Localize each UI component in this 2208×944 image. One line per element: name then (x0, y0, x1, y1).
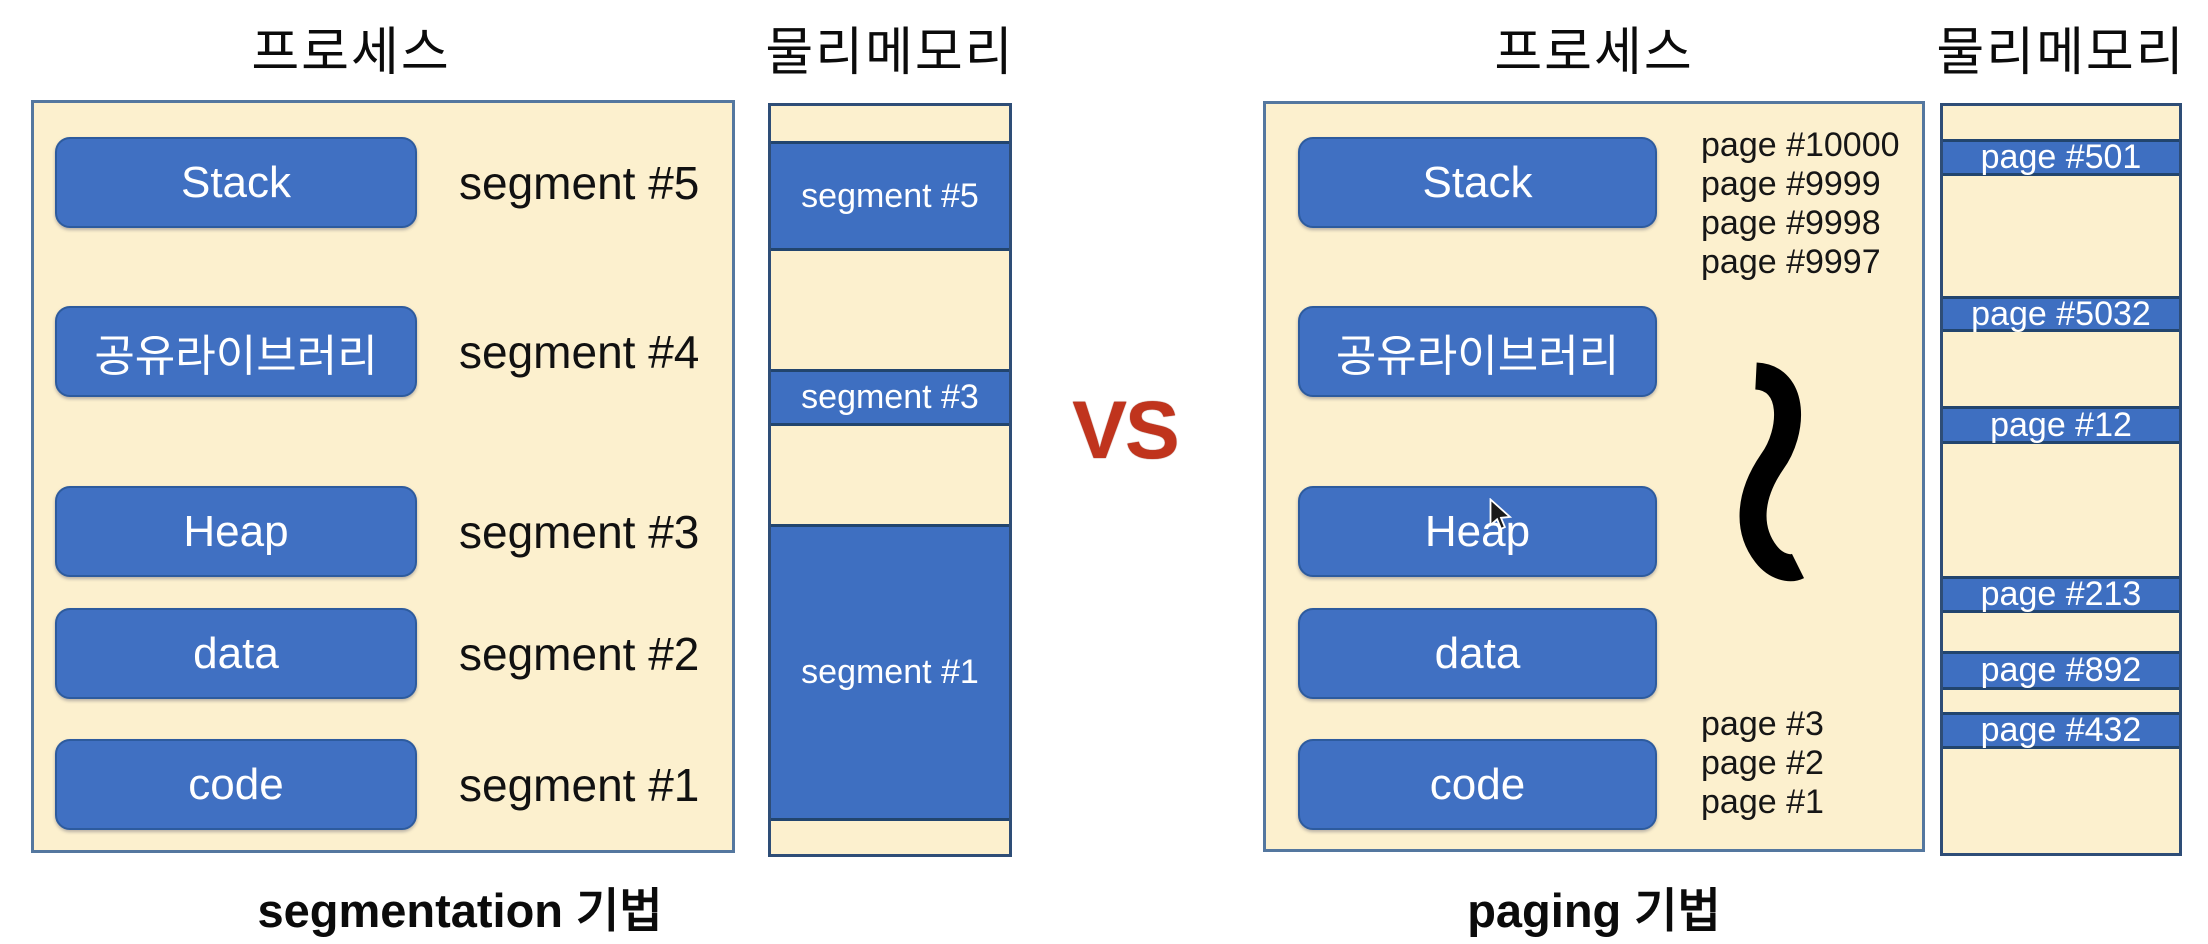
left-block-shared-library: 공유라이브러리 (55, 306, 417, 397)
left-process-box: Stack 공유라이브러리 Heap data code segment #5 … (31, 100, 735, 853)
left-memory-title: 물리메모리 (765, 24, 1015, 82)
vs-label: VS (1072, 385, 1179, 476)
code-page-item: page #3 (1701, 705, 1824, 743)
code-page-item: page #2 (1701, 744, 1824, 782)
segment-annotation-5: segment #5 (459, 156, 700, 209)
stack-page-list: page #10000 page #9999 page #9998 page #… (1701, 126, 1900, 282)
memory-free-row (771, 426, 1009, 524)
right-block-shared-library: 공유라이브러리 (1298, 306, 1657, 397)
stack-page-item: page #9999 (1701, 165, 1881, 203)
stack-page-item: page #9997 (1701, 243, 1881, 281)
squiggle-icon (1739, 362, 1805, 582)
right-caption: paging 기법 (1467, 884, 1721, 937)
memory-used-row-segment3: segment #3 (771, 369, 1009, 426)
memory-used-row-page12: page #12 (1943, 406, 2179, 444)
memory-row-label: page #213 (1980, 575, 2142, 613)
segment-annotation-4: segment #4 (459, 325, 700, 378)
memory-free-row (1943, 106, 2179, 139)
left-block-heap-label: Heap (183, 506, 289, 556)
memory-free-row (1943, 332, 2179, 406)
memory-row-label: segment #1 (801, 653, 979, 691)
memory-used-row-segment1: segment #1 (771, 524, 1009, 821)
left-block-shared-library-label: 공유라이브러리 (94, 331, 378, 381)
memory-free-row (1943, 444, 2179, 576)
right-block-stack: Stack (1298, 137, 1657, 228)
right-physical-memory-column: page #501 page #5032 page #12 page #213 … (1940, 103, 2182, 856)
right-block-code-label: code (1429, 759, 1526, 809)
left-block-data-label: data (193, 628, 279, 678)
stack-page-item: page #9998 (1701, 204, 1881, 242)
memory-used-row-page432: page #432 (1943, 711, 2179, 749)
right-block-data-label: data (1434, 628, 1521, 678)
left-physical-memory-column: segment #5 segment #3 segment #1 (768, 103, 1012, 857)
left-block-heap: Heap (55, 486, 417, 577)
memory-row-label: page #5032 (1971, 294, 2151, 333)
memory-free-row (771, 251, 1009, 369)
segment-annotation-1: segment #1 (459, 758, 700, 811)
memory-row-label: page #432 (1980, 711, 2142, 749)
segment-annotation-2: segment #2 (459, 627, 700, 680)
memory-row-label: page #12 (1990, 405, 2132, 444)
right-process-box: Stack 공유라이브러리 Heap data code page #10000… (1263, 101, 1925, 852)
memory-used-row-page892: page #892 (1943, 651, 2179, 690)
mouse-cursor-icon (1489, 498, 1513, 531)
memory-free-row (1943, 690, 2179, 712)
left-block-code: code (55, 739, 417, 830)
left-block-stack: Stack (55, 137, 417, 228)
code-page-item: page #1 (1701, 783, 1824, 821)
code-page-list: page #3 page #2 page #1 (1701, 705, 1824, 822)
left-block-code-label: code (188, 759, 284, 809)
left-process-title: 프로세스 (251, 24, 451, 82)
memory-free-row (771, 106, 1009, 141)
left-block-stack-label: Stack (180, 157, 292, 207)
memory-used-row-segment5: segment #5 (771, 141, 1009, 251)
memory-free-row (771, 821, 1009, 854)
right-block-heap: Heap (1298, 486, 1657, 577)
stack-page-item: page #10000 (1701, 126, 1900, 164)
right-block-shared-library-label: 공유라이브러리 (1335, 331, 1620, 381)
right-block-stack-label: Stack (1422, 157, 1533, 207)
memory-row-label: page #892 (1980, 651, 2142, 689)
memory-used-row-page501: page #501 (1943, 138, 2179, 176)
right-block-code: code (1298, 739, 1657, 830)
left-caption: segmentation 기법 (257, 884, 663, 937)
memory-row-label: segment #3 (801, 378, 979, 416)
memory-used-row-page5032: page #5032 (1943, 294, 2179, 333)
segment-annotation-3: segment #3 (459, 505, 700, 558)
memory-free-row (1943, 613, 2179, 651)
left-block-data: data (55, 608, 417, 699)
right-memory-title: 물리메모리 (1936, 24, 2186, 82)
memory-used-row-page213: page #213 (1943, 575, 2179, 613)
memory-free-row (1943, 749, 2179, 853)
right-block-heap-label: Heap (1424, 506, 1531, 556)
memory-free-row (1943, 176, 2179, 296)
memory-row-label: page #501 (1980, 138, 2142, 176)
memory-row-label: segment #5 (801, 176, 979, 215)
right-process-title: 프로세스 (1494, 24, 1694, 82)
right-block-data: data (1298, 608, 1657, 699)
